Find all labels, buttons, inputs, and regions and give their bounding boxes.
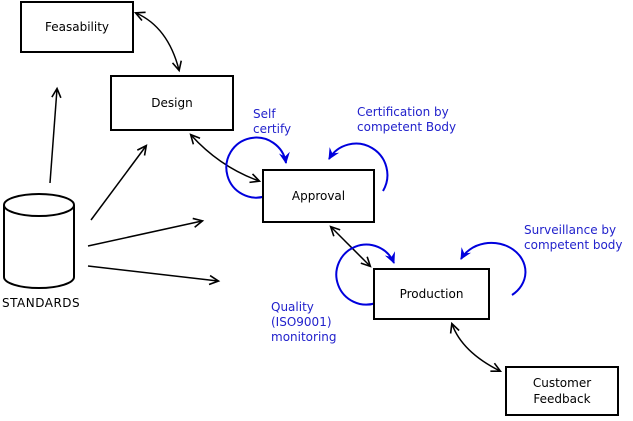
annotation-surveillance-line1: Surveillance by [524,223,617,237]
annotation-quality-line3: monitoring [271,330,337,344]
arrow-approval-production [329,225,372,268]
node-customer-feedback-line2: Feedback [533,392,591,406]
annotation-surveillance: Surveillance by competent body [524,223,623,253]
node-production-label: Production [399,287,464,301]
arrow-standards-to-feasability [49,86,62,184]
node-customer-feedback: Customer Feedback [505,366,619,416]
annotation-surveillance-line2: competent body [524,238,623,252]
arrow-standards-to-approval [87,217,205,247]
annotation-quality-line1: Quality [271,300,314,314]
standards-label: STANDARDS [2,296,81,310]
arrow-standards-to-design [90,144,148,221]
node-feasability-label: Feasability [44,20,109,34]
loop-self-certify [225,136,290,199]
node-customer-feedback-line1: Customer [532,376,592,390]
arrow-feasability-design [133,11,183,73]
annotation-self-certify-line2: certify [253,122,292,136]
node-design: Design [110,75,234,131]
annotation-self-certify-line1: Self [253,107,276,121]
loop-certification [328,142,389,192]
node-approval-label: Approval [291,189,346,203]
annotation-certification-line1: Certification by [357,105,449,119]
loop-surveillance [460,241,527,296]
annotation-certification-line2: competent Body [357,120,457,134]
node-feasability: Feasability [20,1,134,53]
arrow-production-customer-feedback [449,321,503,373]
standards-cylinder-shape [3,193,75,289]
annotation-self-certify: Self certify [253,107,291,137]
annotation-quality-monitoring: Quality (ISO9001) monitoring [271,300,337,345]
node-production: Production [373,268,490,320]
loop-quality-monitoring [335,243,395,306]
annotation-quality-line2: (ISO9001) [271,315,332,329]
annotation-certification: Certification by competent Body [357,105,456,135]
arrow-design-approval [189,133,262,184]
node-approval: Approval [262,169,375,223]
node-design-label: Design [151,96,193,110]
arrow-standards-to-production [87,265,221,286]
